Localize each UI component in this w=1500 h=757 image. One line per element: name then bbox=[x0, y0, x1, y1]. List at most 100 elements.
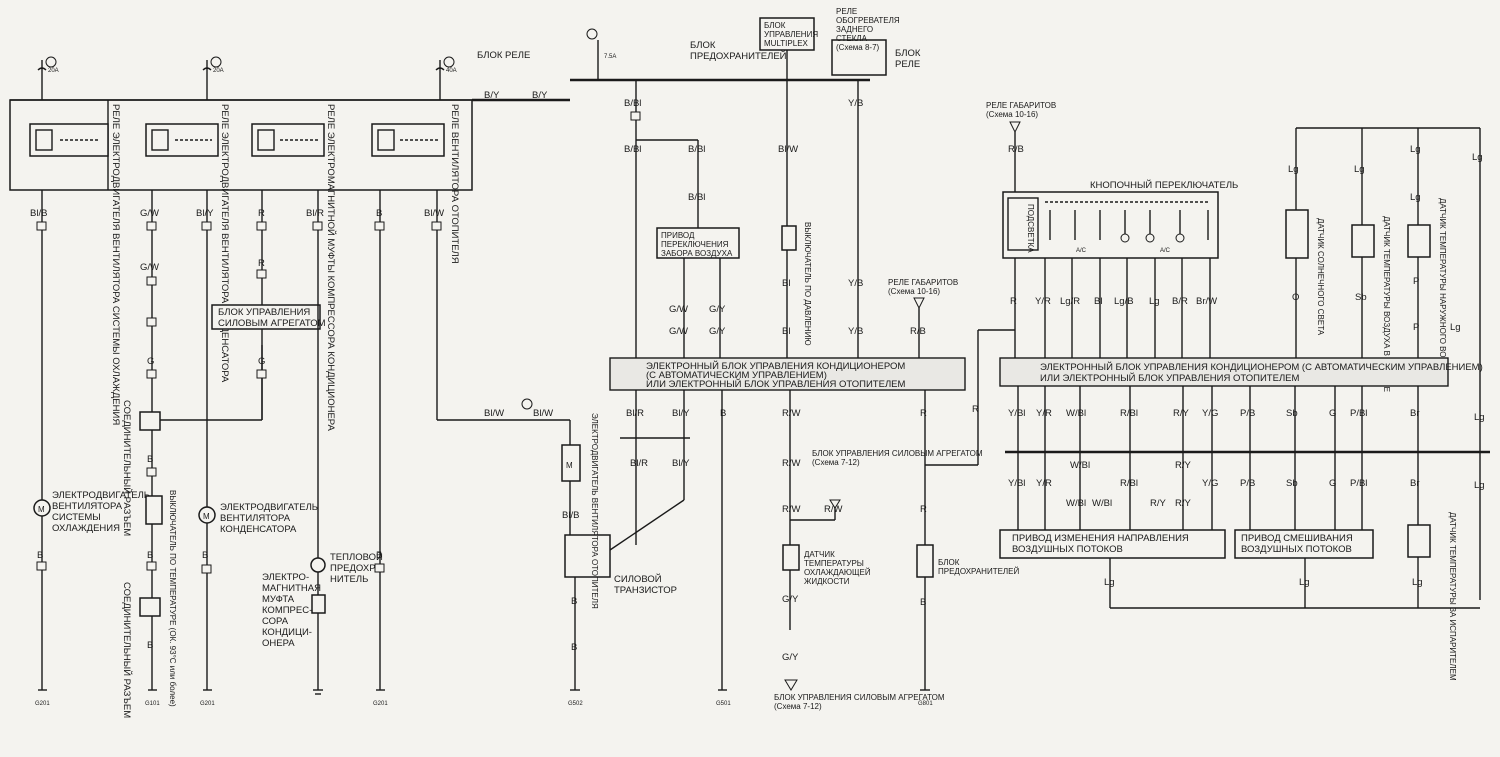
svg-text:РЕЛЕ: РЕЛЕ bbox=[836, 7, 857, 16]
connector-label-1: СОЕДИНИТЕЛЬНЫЙ РАЗЪЕМ bbox=[121, 400, 133, 536]
pressure-switch-label: ВЫКЛЮЧАТЕЛЬ ПО ДАВЛЕНИЮ bbox=[803, 222, 812, 346]
svg-text:(Схема 7-12): (Схема 7-12) bbox=[774, 702, 822, 711]
evap-sensor-box bbox=[1407, 524, 1431, 558]
svg-text:Bl/W: Bl/W bbox=[484, 408, 504, 419]
svg-text:Lg/R: Lg/R bbox=[1060, 296, 1080, 307]
svg-text:A/C: A/C bbox=[1076, 248, 1087, 254]
svg-text:ЗАБОРА ВОЗДУХА: ЗАБОРА ВОЗДУХА bbox=[661, 249, 733, 258]
air-intake-actuator-box bbox=[656, 227, 740, 259]
svg-text:Bl/W: Bl/W bbox=[533, 408, 553, 419]
condenser-fan-motor-label: ЭЛЕКТРОДВИГАТЕЛЬ bbox=[220, 502, 318, 513]
svg-text:Bl/B: Bl/B bbox=[30, 208, 47, 219]
svg-text:G: G bbox=[147, 356, 154, 367]
svg-text:РЕЛЕ ГАБАРИТОВ: РЕЛЕ ГАБАРИТОВ bbox=[888, 278, 958, 287]
svg-text:Bl/W: Bl/W bbox=[424, 208, 444, 219]
power-transistor-box bbox=[564, 534, 611, 578]
svg-text:20A: 20A bbox=[48, 68, 59, 74]
right-lower-wires: Y/Bl Y/R W/Bl R/Bl R/Y Y/G P/B Sb G P/Bl… bbox=[1005, 386, 1490, 530]
svg-text:БЛОК УПРАВЛЕНИЯ: БЛОК УПРАВЛЕНИЯ bbox=[218, 307, 310, 318]
svg-text:ПЕРЕКЛЮЧЕНИЯ: ПЕРЕКЛЮЧЕНИЯ bbox=[661, 240, 729, 249]
svg-text:B: B bbox=[147, 454, 153, 465]
svg-text:R/B: R/B bbox=[910, 326, 926, 337]
svg-text:СОРА: СОРА bbox=[262, 616, 289, 627]
svg-text:Lg/B: Lg/B bbox=[1114, 296, 1134, 307]
svg-text:R/W: R/W bbox=[824, 504, 843, 515]
svg-text:Lg: Lg bbox=[1474, 480, 1485, 491]
svg-text:G/Y: G/Y bbox=[782, 652, 799, 663]
push-switch-label: КНОПОЧНЫЙ ПЕРЕКЛЮЧАТЕЛЬ bbox=[1090, 179, 1238, 191]
svg-text:(С АВТОМАТИЧЕСКИМ УПРАВЛЕНИЕМ): (С АВТОМАТИЧЕСКИМ УПРАВЛЕНИЕМ) bbox=[646, 370, 827, 381]
svg-text:G502: G502 bbox=[568, 701, 583, 707]
svg-text:Y/B: Y/B bbox=[848, 326, 863, 337]
svg-text:Y/B: Y/B bbox=[848, 98, 863, 109]
svg-text:G/W: G/W bbox=[669, 326, 688, 337]
bottom-lg-return: Lg Lg Lg bbox=[1104, 557, 1480, 609]
relay-heater-fan-label: РЕЛЕ ВЕНТИЛЯТОРА ОТОПИТЕЛЯ bbox=[449, 104, 460, 264]
svg-text:B: B bbox=[147, 640, 153, 651]
svg-text:ЭЛЕКТРОННЫЙ БЛОК УПРАВЛЕНИЯ КО: ЭЛЕКТРОННЫЙ БЛОК УПРАВЛЕНИЯ КОНДИЦИОНЕРО… bbox=[1040, 361, 1483, 373]
svg-text:G201: G201 bbox=[373, 701, 388, 707]
circuit-heater-fan-motor: Bl/R Bl/Y B Bl/R Bl/Y M Bl/B B B G502 G5… bbox=[561, 390, 731, 707]
svg-text:ТЕМПЕРАТУРЫ: ТЕМПЕРАТУРЫ bbox=[804, 559, 864, 568]
multiplex-box bbox=[759, 17, 815, 51]
svg-text:СИЛОВЫМ АГРЕГАТОМ: СИЛОВЫМ АГРЕГАТОМ bbox=[218, 318, 326, 329]
svg-text:НИТЕЛЬ: НИТЕЛЬ bbox=[330, 574, 368, 585]
relay-block-label-left: БЛОК РЕЛЕ bbox=[477, 50, 530, 61]
switch-wires: R Y/R Lg/R Bl Lg/B Lg B/R Br/W bbox=[978, 258, 1217, 365]
svg-text:G: G bbox=[1329, 478, 1336, 489]
compressor-clutch-label: ЭЛЕКТРО- bbox=[262, 572, 309, 583]
svg-text:ОНЕРА: ОНЕРА bbox=[262, 638, 295, 649]
relay-condenser-fan-label: РЕЛЕ ЭЛЕКТРОДВИГАТЕЛЯ ВЕНТИЛЯТОРА КОНДЕН… bbox=[219, 104, 230, 383]
circuit-yb: Y/B Y/B Y/B bbox=[848, 80, 863, 365]
svg-text:Lg: Lg bbox=[1288, 164, 1299, 175]
svg-text:B: B bbox=[376, 550, 382, 561]
svg-text:O: O bbox=[1292, 292, 1299, 303]
svg-text:Bl: Bl bbox=[782, 278, 790, 289]
svg-text:P/B: P/B bbox=[1240, 408, 1255, 419]
svg-text:ПРЕДОХРА-: ПРЕДОХРА- bbox=[330, 563, 384, 574]
svg-text:P/Bl: P/Bl bbox=[1350, 408, 1367, 419]
svg-text:G201: G201 bbox=[35, 701, 50, 707]
mode-actuator-box bbox=[999, 529, 1226, 559]
svg-text:ПОДСВЕТКА: ПОДСВЕТКА bbox=[1026, 204, 1035, 253]
svg-text:(Схема 10-16): (Схема 10-16) bbox=[888, 287, 940, 296]
svg-text:ИЛИ ЭЛЕКТРОННЫЙ БЛОК УПРАВЛЕНИ: ИЛИ ЭЛЕКТРОННЫЙ БЛОК УПРАВЛЕНИЯ ОТОПИТЕЛ… bbox=[646, 378, 906, 390]
svg-text:B/Bl: B/Bl bbox=[688, 144, 705, 155]
pcm-box bbox=[211, 304, 321, 330]
circuit-b-ground: B B G201 bbox=[373, 190, 388, 707]
svg-text:B: B bbox=[37, 550, 43, 561]
svg-text:Y/R: Y/R bbox=[1036, 478, 1052, 489]
svg-text:W/Bl: W/Bl bbox=[1070, 460, 1090, 471]
svg-text:R/B: R/B bbox=[1008, 144, 1024, 155]
svg-text:R/W: R/W bbox=[782, 458, 801, 469]
circuit-pressure-switch: Bl/W Bl Bl bbox=[778, 80, 798, 365]
circuit-fuse-block-bottom: R R B G801 R bbox=[916, 330, 979, 707]
svg-text:ВЕНТИЛЯТОРА: ВЕНТИЛЯТОРА bbox=[220, 513, 291, 524]
svg-text:7.5A: 7.5A bbox=[604, 54, 616, 60]
svg-text:Lg: Lg bbox=[1354, 164, 1365, 175]
svg-text:ЗАДНЕГО: ЗАДНЕГО bbox=[836, 25, 873, 34]
circuit-compressor: Bl/R bbox=[306, 190, 326, 695]
cabin-temp-sensor: Lg Sb bbox=[1351, 128, 1375, 365]
heater-fan-motor-label: ЭЛЕКТРОДВИГАТЕЛЬ ВЕНТИЛЯТОРА ОТОПИТЕЛЯ bbox=[590, 413, 599, 609]
svg-text:Bl/Y: Bl/Y bbox=[196, 208, 214, 219]
svg-text:B/Bl: B/Bl bbox=[624, 144, 641, 155]
svg-text:КОНДИЦИ-: КОНДИЦИ- bbox=[262, 627, 312, 638]
svg-text:G/W: G/W bbox=[140, 208, 159, 219]
svg-text:Y/R: Y/R bbox=[1035, 296, 1051, 307]
svg-text:Y/G: Y/G bbox=[1202, 478, 1218, 489]
outside-temp-sensor: Lg Lg P P bbox=[1407, 128, 1431, 365]
power-feed-left: 20A 20A 40A bbox=[37, 56, 457, 100]
svg-text:B: B bbox=[571, 596, 577, 607]
svg-text:R/Bl: R/Bl bbox=[1120, 478, 1138, 489]
svg-text:ВОЗДУШНЫХ ПОТОКОВ: ВОЗДУШНЫХ ПОТОКОВ bbox=[1241, 544, 1352, 555]
relay-compressor-clutch bbox=[251, 123, 325, 157]
svg-text:P: P bbox=[1413, 322, 1419, 333]
svg-text:B: B bbox=[920, 597, 926, 608]
svg-text:P/B: P/B bbox=[1240, 478, 1255, 489]
svg-text:Bl/R: Bl/R bbox=[306, 208, 324, 219]
svg-text:Br: Br bbox=[1410, 478, 1420, 489]
svg-text:R: R bbox=[972, 404, 979, 415]
svg-text:A/C: A/C bbox=[1160, 248, 1171, 254]
